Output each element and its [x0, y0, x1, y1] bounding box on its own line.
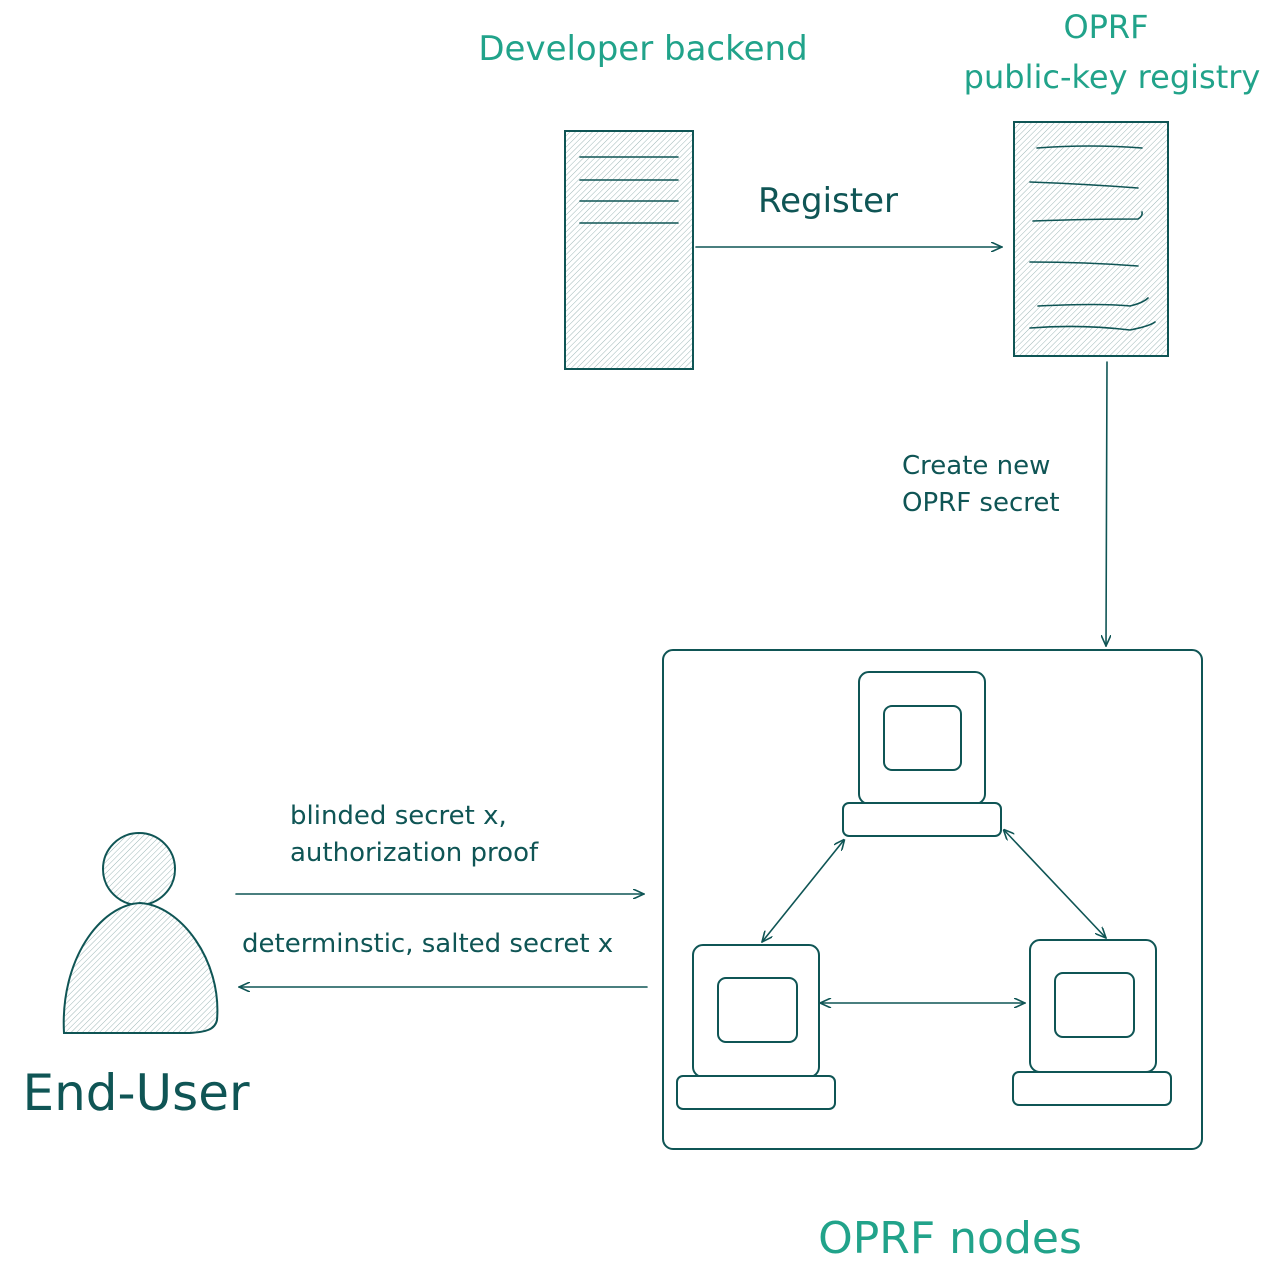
end-user-label: End-User [22, 1064, 249, 1122]
user-icon [62, 832, 219, 1034]
registry-label-line1: OPRF [1063, 8, 1148, 46]
request-label-line1: blinded secret x, [290, 801, 507, 831]
register-label: Register [758, 181, 898, 221]
create-secret-arrow [1106, 361, 1107, 646]
developer-backend-label: Developer backend [478, 29, 807, 69]
computer-icon [842, 671, 1002, 837]
server-icon [564, 130, 694, 370]
document-icon [1013, 121, 1169, 357]
registry-label-line2: public-key registry [964, 58, 1261, 96]
create-secret-label-line2: OPRF secret [902, 488, 1060, 518]
computer-icon [1012, 939, 1172, 1106]
request-label-line2: authorization proof [290, 838, 539, 868]
computer-icon [676, 944, 836, 1110]
node-link-top-right [1004, 830, 1106, 938]
create-secret-label-line1: Create new [902, 451, 1050, 481]
node-link-top-left [762, 840, 844, 942]
oprf-nodes-label: OPRF nodes [818, 1213, 1082, 1264]
response-label: determinstic, salted secret x [242, 929, 613, 959]
